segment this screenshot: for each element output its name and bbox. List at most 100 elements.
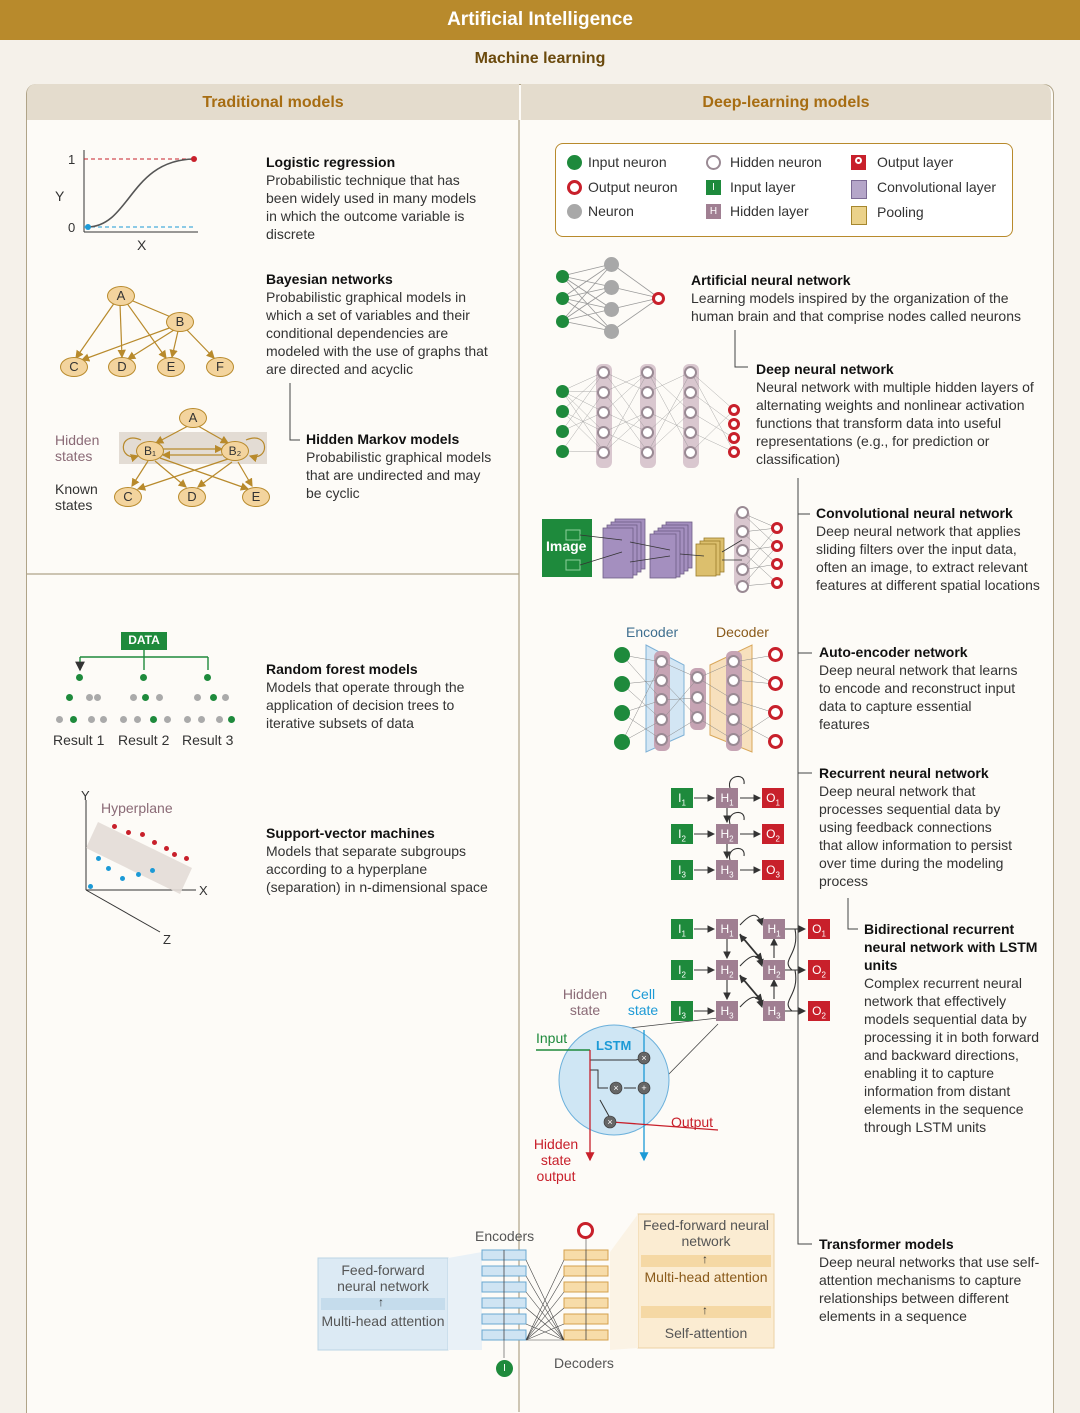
dnn-hidden-neuron: [641, 446, 654, 459]
rnn-output-o1: O1: [762, 788, 784, 808]
bilstm-hidden-h3: H3: [716, 1001, 738, 1021]
svm-y-label: Y: [81, 788, 90, 803]
svg-text:×: ×: [607, 1117, 612, 1127]
rf-result-2: Result 2: [118, 732, 170, 748]
desc-text: Complex recurrent neural network that ef…: [864, 975, 1040, 1135]
ae-hidden-neuron: [655, 733, 668, 746]
lstm-input-label: Input: [536, 1030, 568, 1046]
encoder-up-arrow: ↑: [378, 1295, 384, 1309]
deep-column-header: Deep-learning models: [521, 84, 1051, 120]
svm-hyperplane-label: Hyperplane: [101, 800, 173, 816]
svg-text:×: ×: [613, 1083, 618, 1093]
logistic-y-label: Y: [55, 188, 65, 204]
decoder-mha-label: Multi-head attention: [644, 1269, 768, 1285]
ae-hidden-neuron: [691, 711, 704, 724]
bilstm-input-i1: I1: [671, 919, 693, 939]
page-subtitle: Machine learning: [474, 50, 606, 67]
bilstm-hidden-h3b: H3: [763, 1001, 785, 1021]
dnn-hidden-neuron: [684, 446, 697, 459]
bayes-node-a: A: [107, 286, 135, 306]
ae-hidden-neuron: [727, 674, 740, 687]
output-neuron-icon: [567, 180, 582, 195]
desc-text: Neural network with multiple hidden laye…: [756, 379, 1034, 467]
svm-x-label: X: [199, 883, 208, 898]
ann-neuron: [604, 257, 619, 272]
ae-hidden-neuron: [727, 713, 740, 726]
ann-input-neuron: [556, 315, 569, 328]
ae-hidden-neuron: [655, 693, 668, 706]
desc-text: Probabilistic graphical models that are …: [306, 449, 492, 501]
transformer-input-neuron: I: [496, 1360, 513, 1377]
hidden-layer-icon: H: [706, 204, 721, 219]
desc-text: Learning models inspired by the organiza…: [691, 290, 1021, 324]
desc-title: Deep neural network: [756, 361, 894, 377]
neuron-icon: [567, 204, 582, 219]
transformer-output-neuron: [577, 1222, 594, 1239]
ae-hidden-neuron: [655, 713, 668, 726]
desc-title: Support-vector machines: [266, 825, 435, 841]
desc-text: Deep neural network that processes seque…: [819, 783, 1012, 889]
logistic-regression-plot: [83, 150, 198, 233]
lstm-hidden-state-label: Hidden state: [562, 986, 608, 1018]
ae-hidden-neuron: [691, 691, 704, 704]
bilstm-hidden-h2: H2: [716, 960, 738, 980]
cnn-image-label: Image: [546, 538, 587, 554]
dnn-hidden-neuron: [641, 426, 654, 439]
ann-input-neuron: [556, 292, 569, 305]
dnn-output-neuron: [728, 446, 740, 458]
dnn-hidden-neuron: [641, 366, 654, 379]
hmm-hidden-states-label: Hidden states: [55, 432, 100, 464]
desc-bilstm: Bidirectional recurrent neural network w…: [864, 920, 1040, 1136]
cnn-hidden-neuron: [736, 563, 749, 576]
dnn-output-neuron: [728, 404, 740, 416]
dnn-hidden-neuron: [641, 406, 654, 419]
decoder-up-arrow-2: ↑: [702, 1303, 708, 1317]
cnn-hidden-neuron: [736, 544, 749, 557]
dnn-hidden-neuron: [597, 426, 610, 439]
desc-title: Logistic regression: [266, 154, 396, 170]
input-neuron-icon: [567, 155, 582, 170]
encoder-ffn-label: Feed-forward neural network: [337, 1262, 429, 1294]
rnn-diagram: [694, 776, 762, 874]
svg-text:×: ×: [641, 1053, 646, 1063]
bilstm-diagram: [694, 914, 807, 1015]
desc-text: Deep neural network that learns to encod…: [819, 662, 1018, 732]
ann-input-neuron: [556, 270, 569, 283]
traditional-column-header: Traditional models: [27, 84, 519, 120]
bilstm-output-o2: O2: [808, 960, 830, 980]
ae-hidden-neuron: [691, 671, 704, 684]
ae-output-neuron: [768, 647, 783, 662]
dnn-hidden-neuron: [641, 386, 654, 399]
ann-neuron: [604, 280, 619, 295]
transformer-encoders-label: Encoders: [475, 1228, 535, 1244]
hmm-node-d: D: [178, 487, 206, 507]
bilstm-output-o1: O1: [808, 919, 830, 939]
desc-text: Probabilistic graphical models in which …: [266, 289, 488, 377]
transformer-diagram: [317, 1213, 775, 1358]
input-layer-icon: I: [706, 180, 721, 195]
content-frame: [26, 84, 1054, 1413]
lstm-output-label: Output: [671, 1114, 714, 1130]
dnn-hidden-neuron: [684, 406, 697, 419]
desc-title: Bayesian networks: [266, 271, 393, 287]
logistic-tick-1: 1: [68, 152, 76, 167]
ann-neuron: [604, 302, 619, 317]
rnn-hidden-h3: H3: [716, 860, 738, 880]
ae-hidden-neuron: [727, 733, 740, 746]
cnn-hidden-neuron: [736, 580, 749, 593]
ae-output-neuron: [768, 705, 783, 720]
desc-text: Deep neural network that applies sliding…: [816, 523, 1040, 593]
connector-lines: [289, 330, 858, 1245]
cnn-hidden-neuron: [736, 506, 749, 519]
lstm-title: LSTM: [596, 1038, 632, 1053]
svg-text:+: +: [641, 1083, 646, 1093]
desc-text: Deep neural networks that use self-atten…: [819, 1254, 1040, 1324]
dnn-hidden-neuron: [597, 366, 610, 379]
dnn-input-neuron: [556, 425, 569, 438]
